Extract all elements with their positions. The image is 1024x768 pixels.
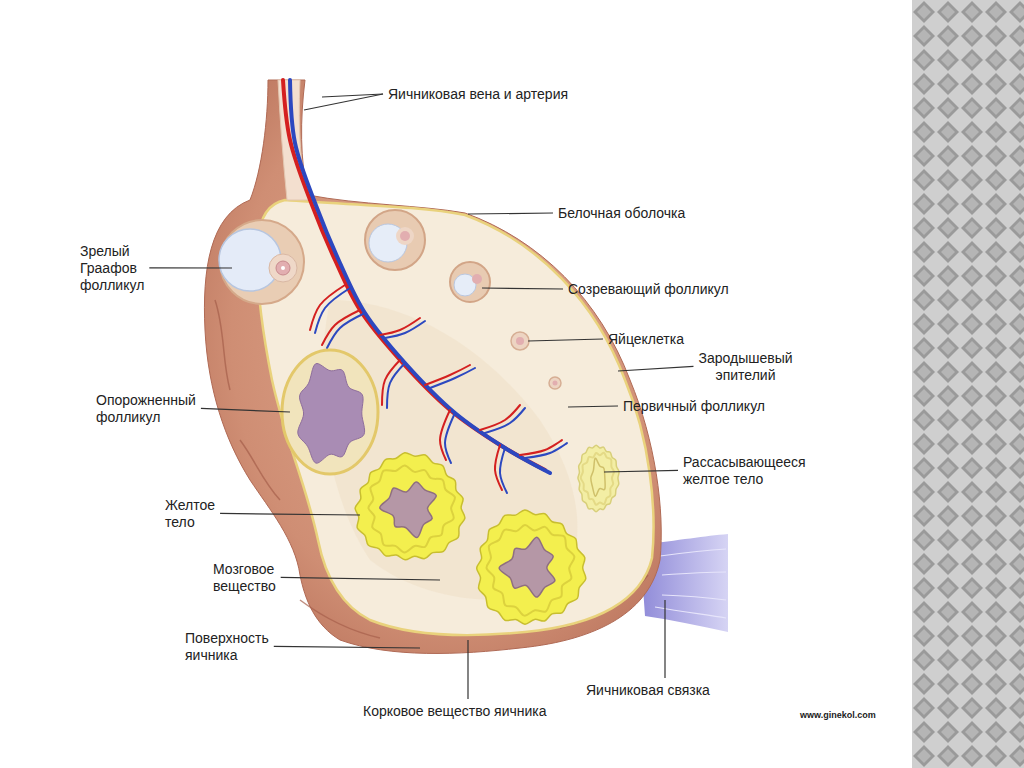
illustration-part: [282, 350, 378, 474]
illustration-part: [662, 572, 726, 575]
illustration-part: [516, 337, 524, 345]
watermark: www.ginekol.com: [800, 710, 900, 721]
ovary-surface: [204, 80, 661, 653]
illustration-part: [578, 445, 619, 512]
leader-line: [304, 94, 383, 110]
leader-line: [618, 366, 693, 371]
artery: [440, 410, 450, 460]
illustration-part: [355, 453, 465, 560]
artery: [520, 440, 562, 455]
illustration-part: [472, 274, 482, 284]
illustration-part: [220, 220, 304, 304]
artery: [283, 80, 545, 470]
illustration-part: [215, 300, 230, 390]
part-label: Яичниковая вена и артерия: [388, 86, 628, 103]
vein: [430, 368, 475, 388]
leader-line: [482, 288, 563, 289]
leader-line: [604, 470, 678, 472]
corpus-luteum: [355, 453, 465, 560]
illustration-part: [368, 465, 455, 552]
leader-line: [664, 600, 665, 678]
leader-line: [568, 406, 618, 407]
graafian-follicle: [219, 220, 304, 304]
leader-line: [281, 577, 440, 580]
vein: [385, 321, 425, 338]
part-label: Белочная оболочка: [558, 205, 758, 222]
illustration-part: [581, 453, 614, 505]
leader-line: [220, 513, 360, 515]
part-label: Яичниковая связка: [586, 682, 786, 699]
vein: [327, 313, 365, 348]
leader-line: [201, 408, 290, 412]
ovary-cut-face: [257, 200, 653, 635]
illustration-part: [450, 262, 490, 302]
part-label: Желтое тело: [165, 497, 229, 531]
part-label: Рассасывающееся желтое тело: [683, 454, 833, 488]
vein: [525, 443, 567, 458]
illustration-part: [380, 482, 436, 538]
illustration-part: [499, 537, 555, 597]
artery: [380, 318, 420, 335]
part-label: Мозговое вещество: [213, 561, 297, 595]
corpus-luteum: [477, 510, 586, 624]
part-label: Первичный фолликул: [623, 398, 823, 415]
vein: [290, 80, 550, 473]
corpora-lutea: [355, 445, 619, 624]
regressing-corpus-luteum: [578, 445, 619, 512]
leader-line: [274, 646, 420, 648]
illustration-part: [240, 440, 280, 500]
vein: [387, 363, 405, 408]
illustration-part: [281, 266, 285, 270]
ligament-fibres: [655, 549, 726, 618]
illustration-part: [486, 525, 574, 616]
blood-vessels: [283, 80, 567, 493]
vein: [485, 408, 525, 433]
illustration-part: [660, 549, 726, 556]
leader-line: [149, 267, 232, 268]
part-label: Опорожненный фолликул: [96, 392, 214, 426]
illustration-part: [276, 261, 290, 275]
part-label: Созревающий фолликул: [568, 281, 768, 298]
illustration-part: [269, 254, 297, 282]
empty-follicle: [282, 350, 378, 474]
part-label: Поверхность яичника: [185, 630, 289, 664]
part-label: Зрелый Граафов фолликул: [80, 243, 158, 293]
vein: [500, 448, 507, 493]
part-label: Яйцеклетка: [608, 331, 748, 348]
leader-line: [467, 640, 468, 699]
leader-line: [528, 339, 603, 341]
illustration-part: [591, 458, 605, 496]
illustration-part: [655, 607, 726, 618]
illustration-part: [396, 227, 414, 245]
maturing-follicle: [365, 210, 490, 302]
slide-pattern: [912, 0, 1024, 768]
artery: [310, 285, 345, 330]
illustration-part: [400, 231, 410, 241]
illustration-part: [365, 210, 425, 270]
artery: [480, 405, 520, 430]
illustration-part: [553, 381, 558, 386]
illustration-part: [298, 363, 365, 463]
vein: [445, 413, 455, 463]
illustration-part: [662, 595, 726, 600]
illustration-part: [477, 510, 586, 624]
leader-line: [468, 213, 553, 214]
part-label: Корковое вещество яичника: [363, 703, 603, 720]
illustration-part: [511, 332, 529, 350]
illustration-part: [549, 377, 561, 389]
part-label: Зародышевый эпителий: [683, 350, 808, 384]
